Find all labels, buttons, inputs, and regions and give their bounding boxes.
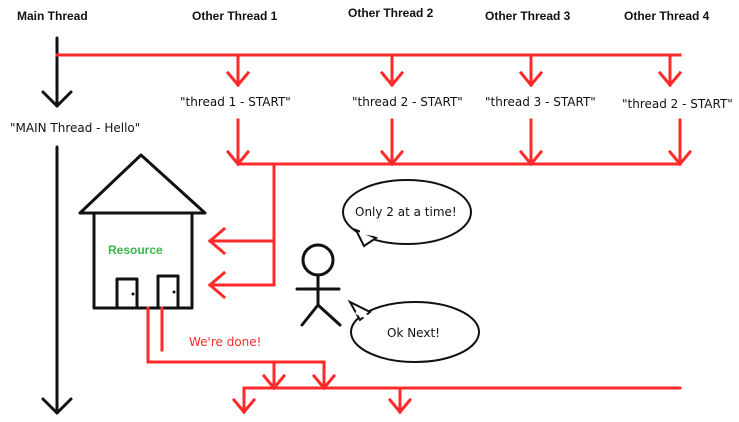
header-other-thread-4: Other Thread 4 bbox=[624, 9, 710, 23]
speech-bubble-only-two bbox=[342, 179, 472, 248]
spawn-arrow-thread-3 bbox=[518, 53, 544, 88]
next-batch-arrow-1 bbox=[231, 386, 257, 415]
gatekeeper-stick-figure bbox=[295, 243, 342, 327]
resource-label: Resource bbox=[108, 243, 163, 257]
queue-arrow-thread-2 bbox=[379, 118, 405, 167]
resource-exit-lines bbox=[146, 306, 326, 364]
spawn-arrow-thread-2 bbox=[379, 53, 405, 88]
resource-house bbox=[78, 153, 207, 310]
spawn-arrow-thread-1 bbox=[225, 53, 251, 88]
thread-1-start-label: "thread 1 - START" bbox=[180, 95, 291, 109]
header-other-thread-3: Other Thread 3 bbox=[485, 9, 571, 23]
resource-access-arrow-1 bbox=[207, 226, 276, 256]
exit-arrow-2 bbox=[311, 360, 337, 391]
queue-arrow-thread-3 bbox=[518, 118, 544, 167]
main-thread-arrow-top bbox=[41, 36, 73, 108]
thread-2-start-label: "thread 2 - START" bbox=[352, 95, 463, 109]
speech-only-two-text: Only 2 at a time! bbox=[355, 205, 457, 219]
thread-3-start-label: "thread 3 - START" bbox=[485, 95, 596, 109]
main-thread-arrow-bottom bbox=[41, 145, 73, 415]
speech-ok-next-text: Ok Next! bbox=[387, 326, 440, 340]
thread-4-start-label: "thread 2 - START" bbox=[622, 97, 733, 111]
header-other-thread-2: Other Thread 2 bbox=[348, 6, 434, 20]
header-other-thread-1: Other Thread 1 bbox=[192, 9, 278, 23]
header-main-thread: Main Thread bbox=[17, 9, 88, 23]
done-label: We're done! bbox=[189, 335, 261, 349]
spawn-arrow-thread-4 bbox=[657, 53, 683, 88]
speech-bubble-ok-next bbox=[347, 299, 480, 363]
main-thread-hello-label: "MAIN Thread - Hello" bbox=[10, 121, 140, 135]
queue-arrow-thread-4 bbox=[667, 118, 693, 167]
exit-arrow-1 bbox=[261, 360, 287, 391]
next-batch-arrow-2 bbox=[387, 386, 413, 415]
resource-access-arrow-2 bbox=[207, 270, 276, 300]
queue-arrow-thread-1 bbox=[225, 118, 251, 167]
